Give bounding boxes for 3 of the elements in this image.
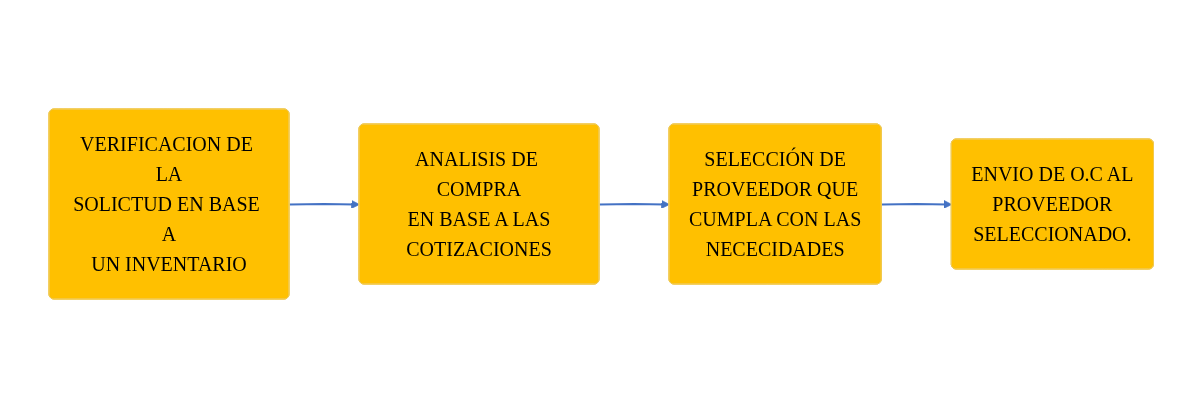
arrow bbox=[288, 200, 360, 209]
arrow bbox=[880, 200, 952, 209]
arrow bbox=[598, 200, 670, 209]
